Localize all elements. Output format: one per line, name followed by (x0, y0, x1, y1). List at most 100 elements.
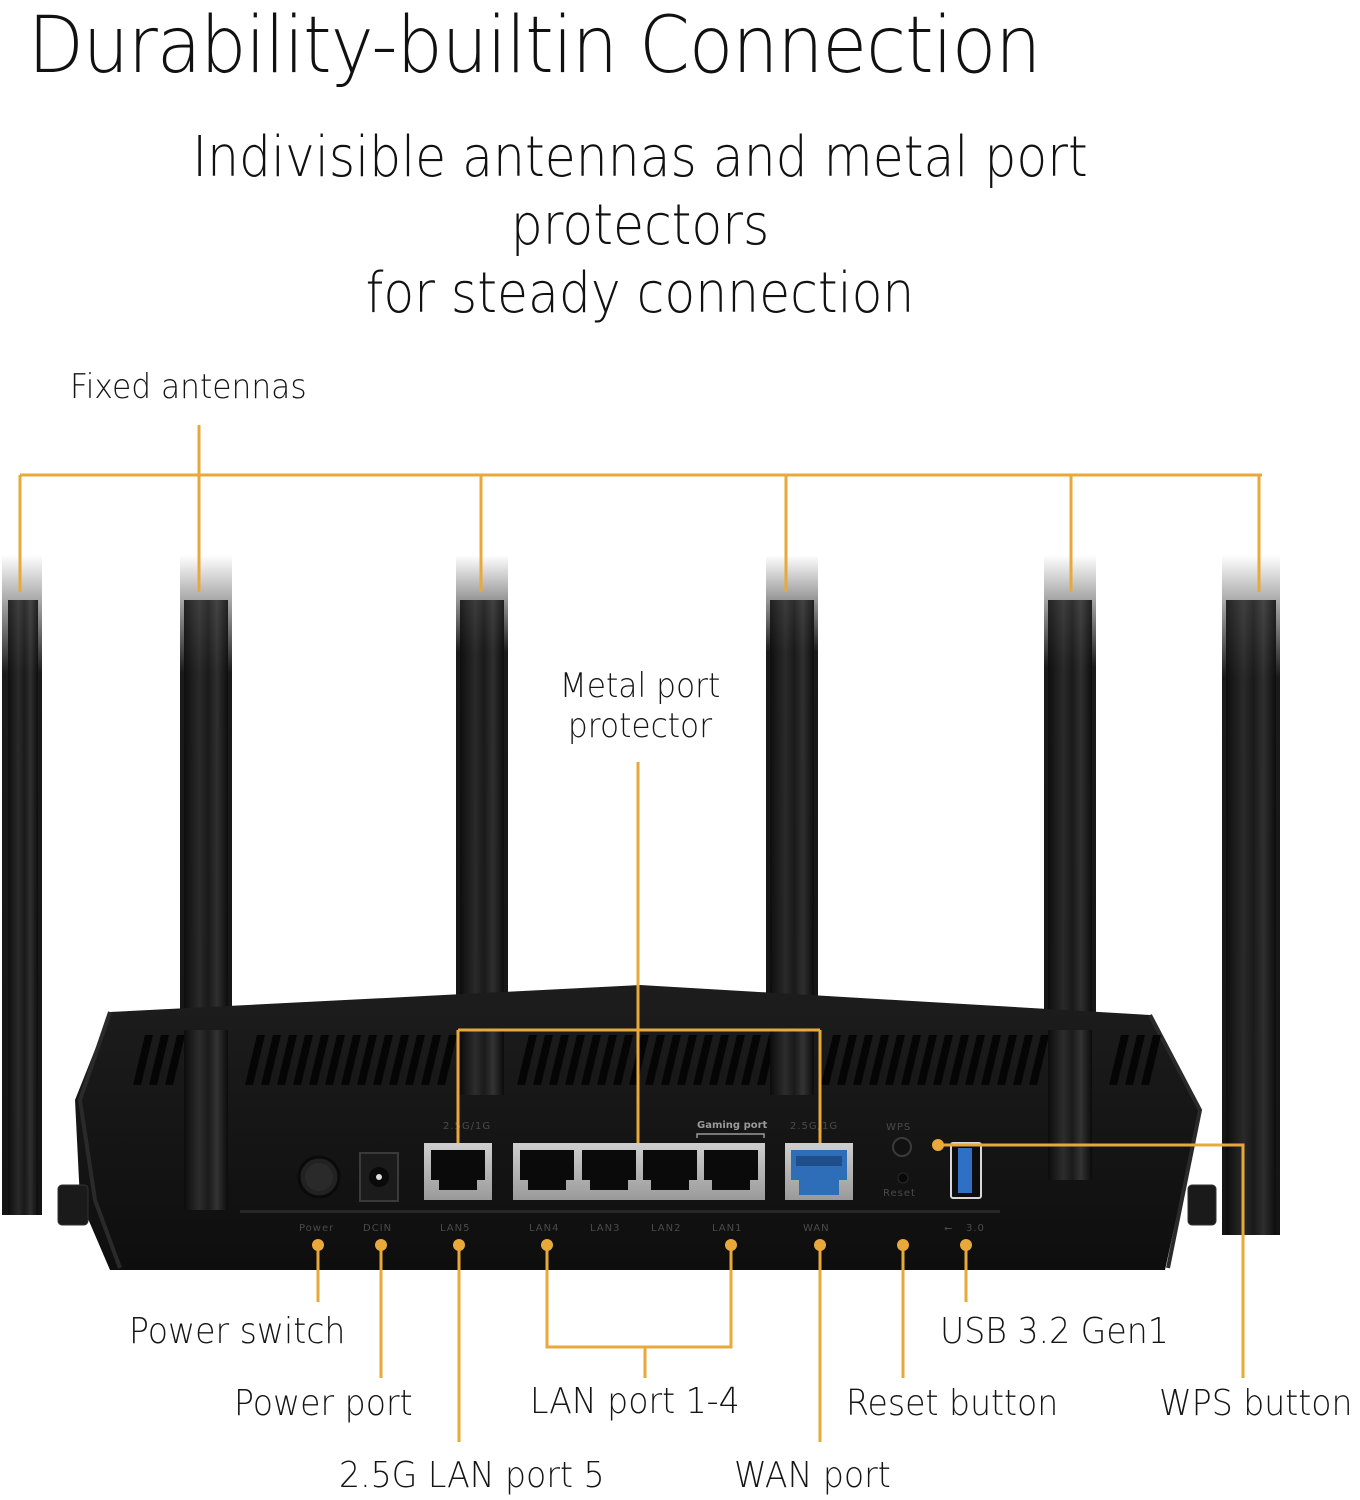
callout-line-metal-protector (456, 762, 822, 1143)
vent-slot (645, 1035, 665, 1085)
vent-slot (741, 1035, 761, 1085)
vent-slot (661, 1035, 681, 1085)
callout-metal-line-2: protector (567, 706, 713, 746)
lan2-port[interactable] (643, 1150, 697, 1190)
vent-slot (709, 1035, 729, 1085)
wps-button[interactable] (892, 1137, 912, 1157)
vent-slot (261, 1035, 281, 1085)
usb-port[interactable] (950, 1142, 982, 1199)
callout-lan-port-1-4: LAN port 1-4 (530, 1381, 740, 1422)
vent-slot (965, 1035, 985, 1085)
lan1-4-port-block (513, 1143, 765, 1200)
vent-slot (677, 1035, 697, 1085)
vent-slot (597, 1035, 617, 1085)
vent-slot (869, 1035, 889, 1085)
vent-slot (997, 1035, 1017, 1085)
lan3-label: LAN3 (590, 1223, 620, 1234)
device-silkscreen: 2.5G/1G 2.5G/1G Gaming port WPS Reset Po… (299, 1120, 985, 1234)
vent-slot (837, 1035, 857, 1085)
antenna-6 (1222, 555, 1280, 1235)
vent-slot (1109, 1035, 1129, 1085)
callout-lines (18, 425, 1262, 1442)
lan5-port[interactable] (424, 1143, 492, 1200)
vent-slot (1141, 1035, 1161, 1085)
vent-slot (1125, 1035, 1145, 1085)
lan4-port[interactable] (520, 1150, 574, 1190)
page-title: Durability-builtin Connection (28, 1, 1041, 91)
vent-slot (1029, 1035, 1049, 1085)
callout-line-antennas (18, 425, 1262, 592)
callout-dots (312, 1139, 972, 1251)
callout-line-lan1-4 (545, 1245, 733, 1378)
antenna-1 (2, 555, 42, 1215)
gaming-port-bracket (696, 1133, 765, 1138)
reset-label: Reset (883, 1188, 916, 1199)
callout-usb: USB 3.2 Gen1 (940, 1311, 1169, 1352)
vent-slot (901, 1035, 921, 1085)
callout-line-wps (938, 1143, 1245, 1378)
lan1-label: LAN1 (712, 1223, 742, 1234)
vent-slot (437, 1035, 457, 1085)
vent-slot (613, 1035, 633, 1085)
power-label: Power (299, 1223, 334, 1234)
callout-metal-line-1: Metal port (559, 666, 721, 706)
vent-slot (341, 1035, 361, 1085)
vent-slot (245, 1035, 265, 1085)
vent-slot (949, 1035, 969, 1085)
vent-slot (389, 1035, 409, 1085)
lan4-label: LAN4 (529, 1223, 559, 1234)
dc-in-port[interactable] (359, 1152, 399, 1202)
vent-slot (165, 1035, 185, 1085)
vent-slot (421, 1035, 441, 1085)
vent-slot (981, 1035, 1001, 1085)
vent-slot (933, 1035, 953, 1085)
vent-slot (533, 1035, 553, 1085)
speed-label-lan5: 2.5G/1G (443, 1121, 491, 1132)
lan5-label: LAN5 (440, 1223, 470, 1234)
vent-slot (725, 1035, 745, 1085)
callout-wps-button: WPS button (1159, 1383, 1353, 1424)
lan3-port[interactable] (582, 1150, 636, 1190)
callout-metal-port-protector: Metal port protector (548, 666, 732, 746)
vent-slot (1013, 1035, 1033, 1085)
vent-slot (549, 1035, 569, 1085)
callout-wan-port: WAN port (734, 1455, 891, 1496)
usb-label: 3.0 (966, 1223, 985, 1234)
vent-slot (373, 1035, 393, 1085)
power-switch-button[interactable] (297, 1155, 341, 1199)
vent-slot (853, 1035, 873, 1085)
subtitle-line-2: for steady connection (365, 261, 915, 326)
callout-fixed-antennas: Fixed antennas (70, 367, 307, 407)
vent-slot (565, 1035, 585, 1085)
dcin-label: DCIN (363, 1223, 392, 1234)
callout-reset-button: Reset button (846, 1383, 1059, 1424)
vent-slot (517, 1035, 537, 1085)
gaming-port-label: Gaming port (697, 1120, 768, 1131)
vent-slot (149, 1035, 169, 1085)
vent-slot (885, 1035, 905, 1085)
callout-lan-port-5: 2.5G LAN port 5 (339, 1455, 605, 1496)
vent-slot (693, 1035, 713, 1085)
vent-slot (581, 1035, 601, 1085)
vent-slot (405, 1035, 425, 1085)
page-subtitle: Indivisible antennas and metal port prot… (64, 124, 1216, 328)
callout-power-switch: Power switch (129, 1311, 346, 1352)
lan1-port[interactable] (704, 1150, 758, 1190)
reset-button[interactable] (897, 1172, 909, 1184)
vent-slot (293, 1035, 313, 1085)
wps-label: WPS (886, 1122, 911, 1133)
vent-slot (357, 1035, 377, 1085)
vent-slot (277, 1035, 297, 1085)
wan-port[interactable] (785, 1143, 853, 1200)
callout-power-port: Power port (234, 1383, 413, 1424)
vent-slot (325, 1035, 345, 1085)
vent-slot (309, 1035, 329, 1085)
speed-label-wan: 2.5G/1G (790, 1121, 838, 1132)
wan-label: WAN (803, 1223, 830, 1234)
subtitle-line-1: Indivisible antennas and metal port prot… (192, 125, 1088, 258)
lan2-label: LAN2 (651, 1223, 681, 1234)
vent-slot (133, 1035, 153, 1085)
usb-symbol-icon: ⭠ (944, 1223, 953, 1234)
vent-slot (917, 1035, 937, 1085)
